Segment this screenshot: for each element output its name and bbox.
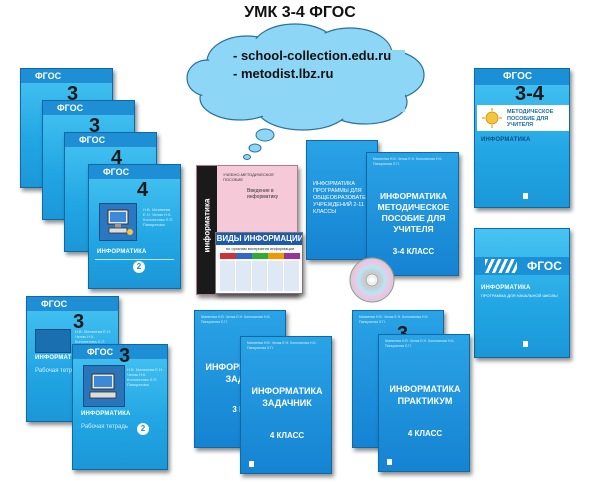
grade-number: 4 [137,179,149,201]
grade-number: 3 [89,115,101,137]
workbook-label: Рабочая тетрадь [35,368,83,374]
authors-line: Матвеева Н.В. Челак Е.Н. Конопатова Н.К.… [201,315,271,324]
poster-vidy-informatsii: ВИДЫ ИНФОРМАЦИИ по органам восприятия ин… [215,232,303,294]
workbook-informatika-3-part2: ФГОС 3 Н.В. Матвеева Е.Н. Челак Н.К. Кон… [72,344,168,470]
cloud-link-school-collection[interactable]: - school-collection.edu.ru [233,48,392,63]
grade-number: 4 [111,147,123,169]
klass-label: 4 КЛАСС [407,429,443,438]
authors-text: Н.В. Матвеева Е.Н. Челак Н.К. Конопатова… [143,207,174,227]
part-number: 2 [137,423,149,435]
page-title: УМК 3-4 ФГОС [244,4,356,21]
grade-number: 3 [73,311,85,333]
informatika-label: ИНФОРМАТИКА [35,355,85,361]
program-primary-title: ПРОГРАММА ДЛЯ НАЧАЛЬНОЙ ШКОЛЫ [481,293,558,298]
zadachnik-title: ИНФОРМАТИКА ЗАДАЧНИК [251,386,323,408]
cover-illustration [99,203,137,241]
workbook-label: Рабочая тетрадь [81,424,129,430]
sun-mascot-icon [482,108,502,128]
fgos-label: ФГОС [475,69,569,85]
metod-title: ИНФОРМАТИКА МЕТОДИЧЕСКОЕ ПОСОБИЕ ДЛЯ УЧИ… [377,191,450,234]
praktikum-title: ИНФОРМАТИКА ПРАКТИКУМ [389,384,461,406]
fgos-label: ФГОС [43,101,134,115]
program-title: ИНФОРМАТИКА ПРОГРАММЫ ДЛЯ ОБЩЕОБРАЗОВАТЕ… [313,181,377,215]
authors-text: Н.В. Матвеева Е.Н. Челак Н.К. Конопатова… [127,367,163,387]
fgos-label: ФГОС [65,133,156,147]
book-praktikum-4: Матвеева Н.В. Челак Е.Н. Конопатова Н.К.… [378,334,470,472]
metod-header: УЧЕБНО-МЕТОДИЧЕСКОЕ ПОСОБИЕ [223,172,274,182]
grade-number: 3 [119,345,131,367]
book-informatika-4-part2: ФГОС 4 Н.В. Матвеева Е.Н. Челак Н.К. Кон… [88,164,181,289]
poster-columns [220,253,300,259]
poster-subtitle: по органам восприятия информации [225,246,295,251]
fgos-label: ФГОС [73,345,167,359]
grade-number: 3 [67,83,79,105]
cover-illustration [83,365,125,407]
fgos-label: ФГОС [89,165,180,179]
computer-icon [89,373,117,399]
cloud-callout [186,23,425,160]
poster-images [220,261,300,291]
stripes-decoration [485,259,517,273]
computer-icon [107,209,133,235]
authors-line: Матвеева Н.В. Челак Е.Н. Конопатова Н.К.… [385,339,455,348]
spine-label: информатика [202,198,212,253]
informatika-label: ИНФОРМАТИКА [481,285,531,291]
metod-title: Введение в информатику [247,188,279,200]
klass-label: 4 КЛАСС [269,431,305,440]
book-programma-nachalnaya-shkola: ФГОС ИНФОРМАТИКА ПРОГРАММА ДЛЯ НАЧАЛЬНОЙ… [474,228,570,358]
teacher-guide-title: МЕТОДИЧЕСКОЕ ПОСОБИЕ ДЛЯ УЧИТЕЛЯ [507,109,554,128]
authors-line: Матвеева Н.В. Челак Е.Н. Конопатова Н.К.… [359,315,429,324]
informatika-label: ИНФОРМАТИКА [81,411,131,417]
informatika-label: ИНФОРМАТИКА [481,137,531,143]
cd-disc-icon [349,257,395,303]
authors-line: Матвеева Н.В. Челак Е.Н. Конопатова Н.К.… [247,341,317,350]
fgos-label: ФГОС [27,297,118,311]
part-number: 2 [133,261,145,273]
authors-line: Матвеева Н.В. Челак Е.Н. Конопатова Н.К.… [373,157,443,166]
klass-label: 3-4 КЛАСС [392,247,435,256]
grade-number: 3-4 [515,83,544,105]
poster-title: ВИДЫ ИНФОРМАЦИИ [216,233,303,245]
cloud-link-metodist[interactable]: - metodist.lbz.ru [233,66,334,81]
book-informatika-metod-posobie: Матвеева Н.В. Челак Е.Н. Конопатова Н.К.… [366,152,459,276]
book-metod-posobie-3-4: ФГОС 3-4 МЕТОДИЧЕСКОЕ ПОСОБИЕ ДЛЯ УЧИТЕЛ… [474,68,570,208]
book-zadachnik-4: Матвеева Н.В. Челак Е.Н. Конопатова Н.К.… [240,336,332,474]
book-spine [197,166,217,294]
fgos-label: ФГОС [21,69,112,83]
informatika-label: ИНФОРМАТИКА [97,249,147,255]
cover-illustration [35,329,71,353]
